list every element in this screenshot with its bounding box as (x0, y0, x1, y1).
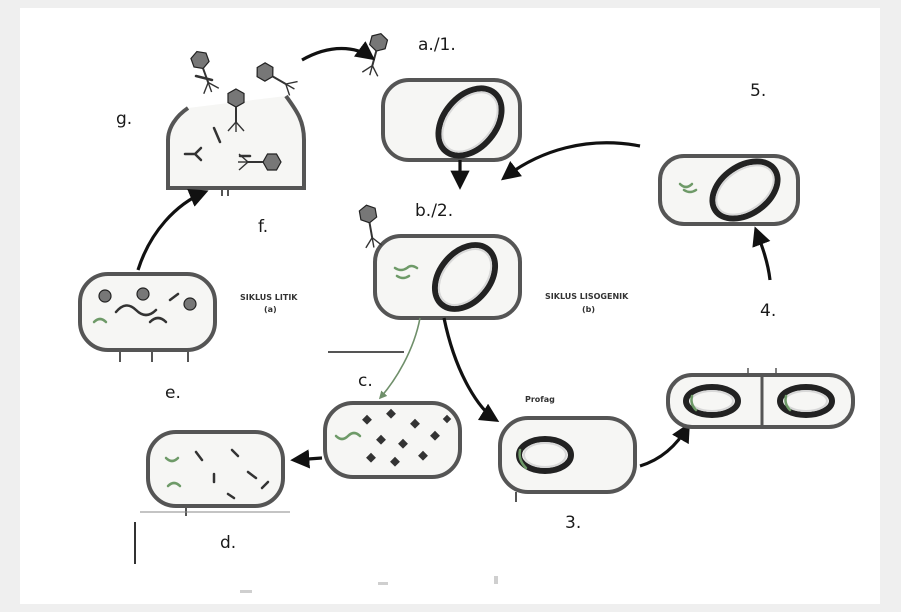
label-4: 4. (760, 301, 776, 321)
lysogenic-cycle-sub: (b) (582, 305, 595, 314)
cell-stage-e (80, 274, 215, 362)
lytic-cycle-label: SIKLUS LITIK (240, 293, 298, 302)
label-f: f. (258, 217, 268, 237)
cell-stage-3 (500, 418, 635, 502)
label-g: g. (116, 109, 132, 129)
label-e: e. (165, 383, 181, 403)
lysogenic-cycle-label: SIKLUS LISOGENIK (545, 292, 629, 301)
cell-stage-division (668, 368, 853, 427)
label-d: d. (220, 533, 236, 553)
cell-stage-4 (660, 150, 798, 231)
label-a1: a./1. (418, 35, 456, 55)
cell-stage-c (325, 403, 460, 477)
label-c: c. (358, 371, 373, 391)
lytic-cycle-sub: (a) (264, 305, 277, 314)
label-5: 5. (750, 81, 766, 101)
label-3: 3. (565, 513, 581, 533)
cell-stage-d (148, 432, 283, 516)
prophage-label: Profag (525, 395, 555, 404)
arrow-c-to-d (294, 458, 322, 460)
label-b2: b./2. (415, 201, 453, 221)
